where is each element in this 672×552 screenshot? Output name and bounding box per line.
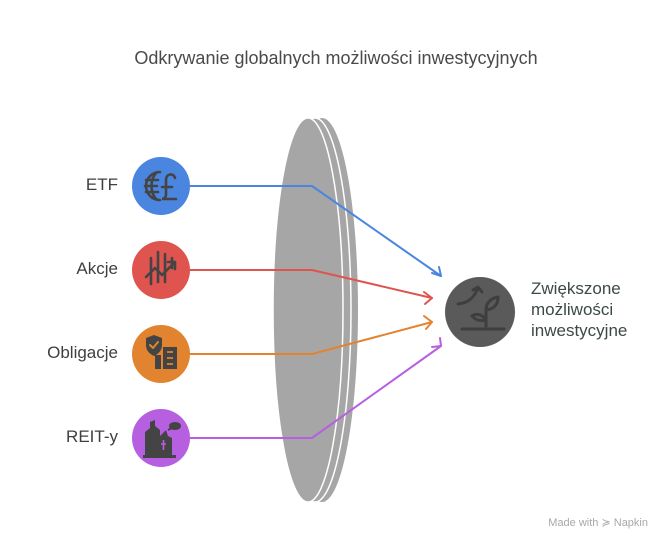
input-label-reity: REIT-y bbox=[66, 427, 118, 446]
lens-front bbox=[272, 117, 344, 503]
input-label-obligacje: Obligacje bbox=[47, 343, 118, 362]
real-estate-icon bbox=[143, 420, 181, 458]
output-label: Zwiększone możliwości inwestycyjne bbox=[531, 278, 627, 341]
output-label-line-1: Zwiększone bbox=[531, 279, 621, 298]
reity-node bbox=[132, 409, 190, 467]
connector-obligacje bbox=[189, 321, 433, 355]
stock-chart-icon bbox=[144, 250, 177, 286]
shield-building-icon bbox=[146, 335, 177, 369]
growth-plant-icon bbox=[456, 285, 506, 331]
output-label-line-2: możliwości bbox=[531, 300, 614, 319]
arrowhead-obligacje bbox=[423, 315, 433, 330]
arrowhead-akcje bbox=[423, 291, 433, 305]
arrowhead-reity bbox=[431, 337, 442, 348]
obligacje-node bbox=[132, 325, 190, 383]
lens bbox=[272, 117, 358, 503]
output-label-line-3: inwestycyjne bbox=[531, 321, 628, 340]
akcje-node bbox=[132, 241, 190, 299]
connector-akcje bbox=[189, 269, 433, 299]
input-label-etf: ETF bbox=[85, 175, 118, 194]
output-node bbox=[445, 277, 515, 347]
input-label-akcje: Akcje bbox=[76, 259, 118, 278]
globe-pound-icon bbox=[143, 170, 178, 202]
connector-reity bbox=[189, 345, 442, 439]
napkin-watermark[interactable]: Made with ≽ Napkin bbox=[548, 517, 648, 529]
diagram-title: Odkrywanie globalnych możliwości inwesty… bbox=[134, 48, 538, 68]
connector-etf bbox=[189, 185, 442, 277]
etf-node bbox=[132, 157, 190, 215]
arrowhead-etf bbox=[431, 266, 442, 277]
